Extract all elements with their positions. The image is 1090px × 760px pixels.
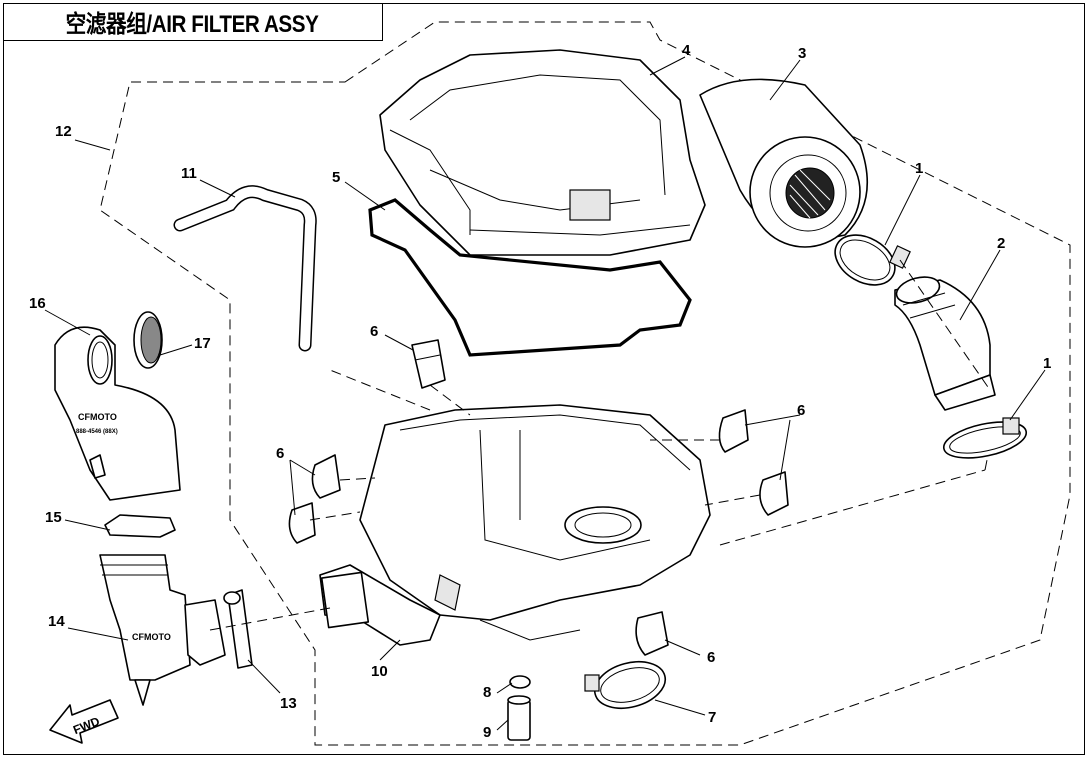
callout-3: 3	[798, 45, 806, 62]
part-17-filter-screen	[133, 311, 163, 369]
part-6-clip-b	[718, 409, 749, 453]
adaptor-brand-stamp: CFMOTO	[132, 632, 171, 642]
callout-numbers: 4 3 1 2 1 5 12 11 6 6 6 6 16 17 15 14 13…	[29, 42, 1051, 741]
group-outline-dashed	[99, 21, 1071, 746]
leader-lines	[44, 56, 1046, 731]
callout-1-lower: 1	[1043, 355, 1051, 372]
part-4-airbox-cover	[379, 49, 706, 256]
callout-11: 11	[181, 165, 197, 182]
callout-15: 15	[45, 509, 62, 526]
snorkel-brand-stamp: CFMOTO	[78, 412, 117, 422]
callout-6-left: 6	[276, 445, 284, 462]
callout-2: 2	[997, 235, 1005, 252]
callout-7: 7	[708, 709, 716, 726]
part-15-clamp	[104, 514, 176, 538]
callout-16: 16	[29, 295, 46, 312]
part-9-drain-plug	[507, 695, 531, 741]
title-box: 空滤器组/AIR FILTER ASSY	[3, 3, 383, 41]
callout-8: 8	[483, 684, 491, 701]
part-13-clamp	[223, 589, 253, 669]
part-3-filter-element	[699, 78, 869, 248]
callout-4: 4	[682, 42, 691, 59]
assembly-lines	[209, 259, 991, 631]
part-11-breather-tube	[173, 185, 317, 352]
part-8-small-clip	[509, 675, 531, 689]
callout-14: 14	[48, 613, 65, 630]
part-6-clip-d	[288, 502, 316, 544]
part-2-intake-elbow	[894, 276, 996, 411]
callout-12: 12	[55, 123, 72, 140]
part-5-gasket	[368, 198, 692, 357]
part-6-clip-e	[759, 471, 789, 516]
callout-17: 17	[194, 335, 211, 352]
part-10-airbox-body	[319, 404, 711, 646]
callout-1-upper: 1	[915, 160, 923, 177]
drawing-frame	[3, 3, 1085, 755]
callout-6-top: 6	[370, 323, 378, 340]
part-14-duct-adaptor: CFMOTO	[99, 554, 226, 706]
callout-10: 10	[371, 663, 388, 680]
part-1-clamp-lower	[942, 417, 1028, 459]
callout-9: 9	[483, 724, 491, 741]
part-6-clip-a	[411, 339, 446, 389]
fwd-arrow: FWD	[49, 699, 119, 744]
callout-6-bottom: 6	[707, 649, 715, 666]
drawing-title: 空滤器组/AIR FILTER ASSY	[66, 11, 319, 38]
callout-13: 13	[280, 695, 297, 712]
part-16-intake-snorkel: CFMOTO 888-4546 (88X)	[54, 326, 181, 501]
callout-5: 5	[332, 169, 340, 186]
part-6-clip-f	[635, 611, 669, 656]
snorkel-code-stamp: 888-4546 (88X)	[76, 429, 118, 435]
part-6-clip-c	[311, 454, 341, 499]
part-7-clamp	[584, 660, 667, 710]
callout-6-right: 6	[797, 402, 805, 419]
part-1-clamp-upper	[834, 234, 911, 286]
